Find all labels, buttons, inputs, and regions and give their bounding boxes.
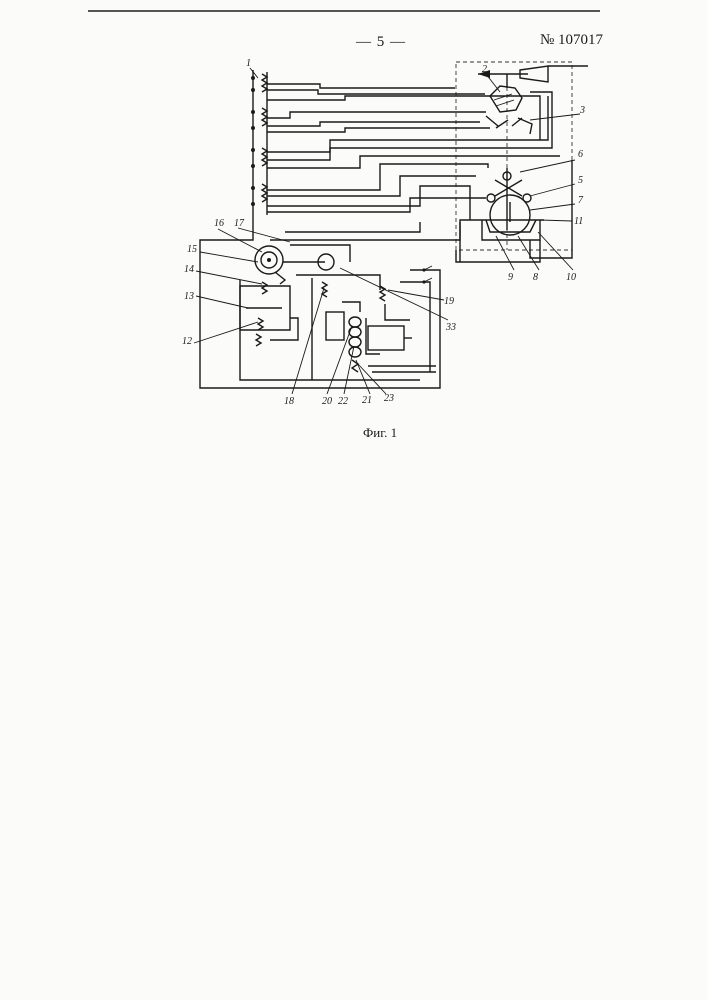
label-18: 18	[284, 396, 294, 407]
label-3: 3	[579, 105, 585, 116]
label-23: 23	[384, 393, 394, 404]
label-14: 14	[184, 264, 194, 275]
label-7: 7	[578, 195, 584, 206]
label-5: 5	[578, 175, 583, 186]
label-2: 2	[482, 64, 487, 75]
label-17: 17	[234, 218, 245, 229]
label-9: 9	[508, 272, 513, 283]
relay-block-12-14	[240, 282, 298, 346]
control-block-18-23	[296, 275, 436, 380]
figure-caption: Фиг. 1	[363, 425, 397, 441]
label-12: 12	[182, 336, 192, 347]
label-13: 13	[184, 291, 194, 302]
outer-wiring	[200, 160, 572, 388]
label-33: 33	[445, 322, 456, 333]
wiring-bus	[267, 84, 560, 220]
motor-15-17	[255, 246, 334, 284]
label-19: 19	[444, 296, 454, 307]
drum-7	[478, 195, 544, 240]
resistor-ladder-1	[251, 70, 267, 218]
label-6: 6	[578, 149, 583, 160]
label-10: 10	[566, 272, 576, 283]
label-20: 20	[322, 396, 332, 407]
contact-assembly-2-3	[486, 86, 532, 134]
label-1: 1	[246, 58, 251, 69]
label-8: 8	[533, 272, 538, 283]
label-21: 21	[362, 395, 372, 406]
label-22: 22	[338, 396, 348, 407]
label-16: 16	[214, 218, 224, 229]
label-11: 11	[574, 216, 583, 227]
label-15: 15	[187, 244, 197, 255]
